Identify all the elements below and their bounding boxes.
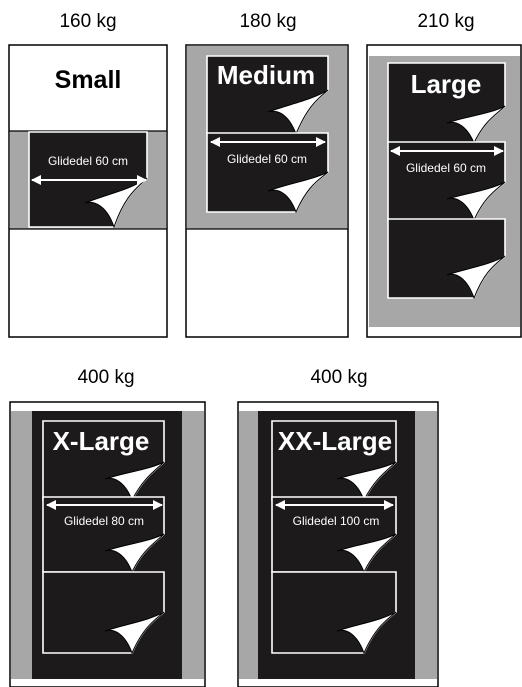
page-curl-icon [446, 181, 506, 222]
size-label-x-large: X-Large [53, 426, 150, 456]
glide-label-x-large: Glidedel 80 cm [64, 514, 144, 528]
sheet-x-large: 400 kg X-Large Glidedel 80 cm [9, 367, 206, 687]
size-label-small: Small [55, 66, 122, 94]
weight-label-x-large: 400 kg [77, 367, 134, 388]
sheet-medium: 180 kg Medium Glidedel 60 cm [185, 11, 349, 338]
page-curl-icon [267, 171, 329, 214]
page-curl-icon [104, 461, 165, 502]
page-curl-icon [336, 533, 397, 574]
page-curl-icon [267, 89, 329, 136]
sheet-large: 210 kg Large Glidedel 60 cm [366, 11, 522, 338]
sheet-small: 160 kg Small Glidedel 60 cm [8, 11, 168, 338]
page-curl-icon [336, 611, 397, 655]
page-curl-icon [104, 611, 165, 655]
page-curl-icon [104, 533, 165, 574]
sheet-xx-large: 400 kg XX-Large Glidedel 100 cm [237, 367, 439, 687]
weight-label-small: 160 kg [59, 11, 116, 32]
glide-label-medium: Glidedel 60 cm [227, 152, 307, 166]
size-label-large: Large [411, 69, 482, 99]
glide-label-xx-large: Glidedel 100 cm [293, 514, 380, 528]
size-label-xx-large: XX-Large [278, 426, 392, 456]
weight-label-medium: 180 kg [239, 11, 296, 32]
page-curl-icon [446, 105, 506, 145]
glide-label-small: Glidedel 60 cm [48, 154, 128, 168]
weight-label-large: 210 kg [417, 11, 474, 32]
glide-label-large: Glidedel 60 cm [406, 161, 486, 175]
page-curl-icon [336, 461, 397, 502]
size-label-medium: Medium [217, 60, 315, 90]
page-curl-icon [84, 177, 148, 229]
weight-label-xx-large: 400 kg [310, 367, 367, 388]
page-curl-icon [446, 255, 506, 300]
